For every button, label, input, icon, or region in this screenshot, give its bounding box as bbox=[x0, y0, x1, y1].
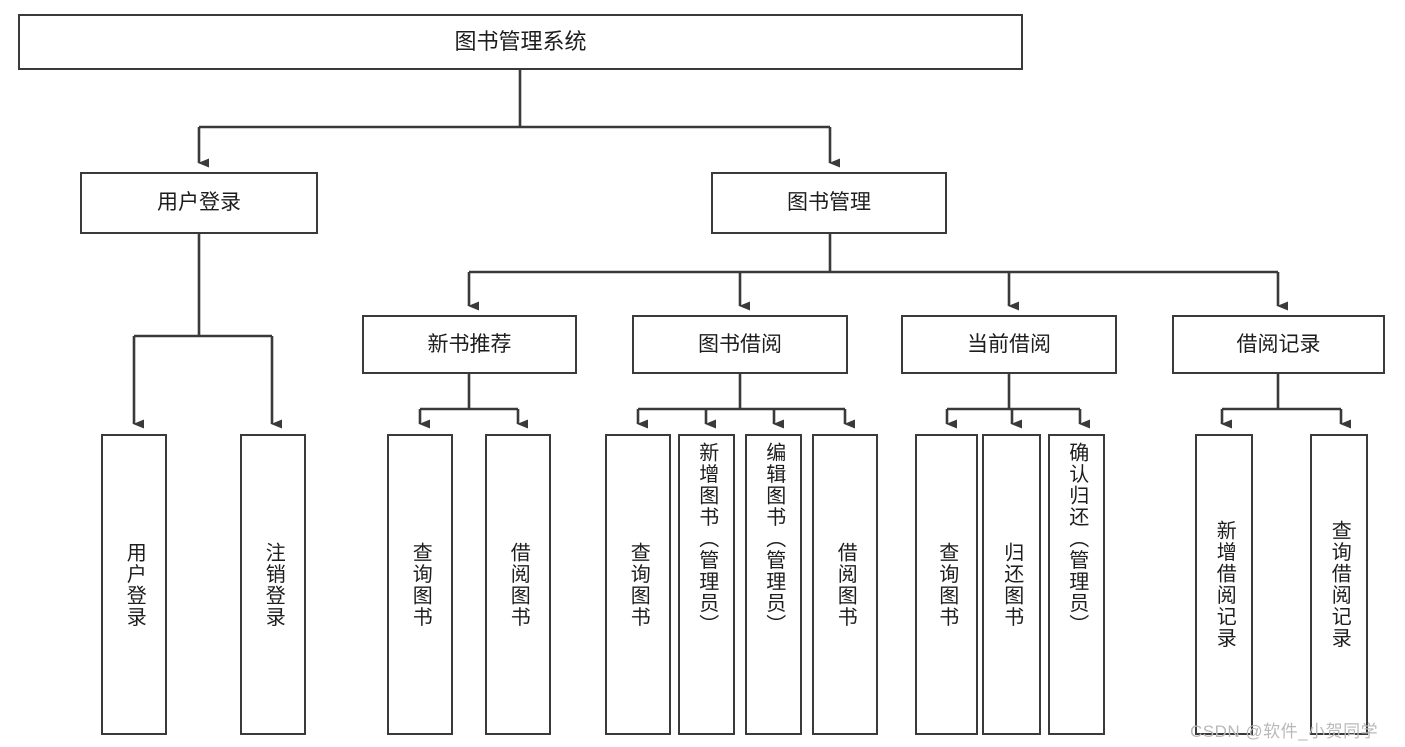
node-label: 图书管理系统 bbox=[454, 28, 587, 54]
leaf-return-book[interactable]: 归还图书 bbox=[982, 434, 1041, 735]
leaf-label: 归还图书 bbox=[1000, 541, 1023, 628]
leaf-query-book-current[interactable]: 查询图书 bbox=[915, 434, 978, 735]
node-label: 用户登录 bbox=[157, 191, 241, 215]
node-new-book-recommend[interactable]: 新书推荐 bbox=[362, 315, 577, 374]
leaf-edit-book-admin[interactable]: 编辑图书（管理员） bbox=[745, 434, 802, 735]
leaf-label: 借阅图书 bbox=[834, 541, 857, 628]
leaf-label: 新增图书（管理员） bbox=[695, 442, 718, 636]
leaf-label: 注销登录 bbox=[262, 541, 285, 628]
leaf-label: 确认归还（管理员） bbox=[1065, 442, 1088, 636]
node-borrow-records[interactable]: 借阅记录 bbox=[1172, 315, 1385, 374]
node-book-borrow[interactable]: 图书借阅 bbox=[632, 315, 848, 374]
node-label: 当前借阅 bbox=[967, 332, 1051, 356]
leaf-label: 查询图书 bbox=[935, 541, 958, 628]
node-label: 新书推荐 bbox=[427, 332, 512, 356]
leaf-query-borrow-record[interactable]: 查询借阅记录 bbox=[1310, 434, 1368, 735]
leaf-label: 查询图书 bbox=[627, 541, 650, 628]
leaf-label: 借阅图书 bbox=[507, 541, 530, 628]
node-label: 图书借阅 bbox=[698, 332, 782, 356]
leaf-label: 新增借阅记录 bbox=[1213, 520, 1236, 649]
leaf-borrow-book-recommend[interactable]: 借阅图书 bbox=[485, 434, 551, 735]
node-root-system[interactable]: 图书管理系统 bbox=[18, 14, 1023, 70]
leaf-add-book-admin[interactable]: 新增图书（管理员） bbox=[678, 434, 735, 735]
leaf-label: 用户登录 bbox=[123, 541, 146, 628]
leaf-label: 查询图书 bbox=[409, 541, 432, 628]
leaf-confirm-return-admin[interactable]: 确认归还（管理员） bbox=[1048, 434, 1105, 735]
leaf-query-book-borrow[interactable]: 查询图书 bbox=[605, 434, 671, 735]
leaf-user-login[interactable]: 用户登录 bbox=[101, 434, 167, 735]
leaf-logout[interactable]: 注销登录 bbox=[240, 434, 306, 735]
node-label: 借阅记录 bbox=[1236, 332, 1321, 356]
node-user-login[interactable]: 用户登录 bbox=[80, 172, 318, 234]
leaf-label: 编辑图书（管理员） bbox=[762, 442, 785, 636]
leaf-query-book-recommend[interactable]: 查询图书 bbox=[387, 434, 453, 735]
node-book-management[interactable]: 图书管理 bbox=[711, 172, 947, 234]
leaf-borrow-book[interactable]: 借阅图书 bbox=[812, 434, 878, 735]
leaf-add-borrow-record[interactable]: 新增借阅记录 bbox=[1195, 434, 1253, 735]
node-label: 图书管理 bbox=[787, 191, 871, 215]
node-current-borrow[interactable]: 当前借阅 bbox=[901, 315, 1117, 374]
leaf-label: 查询借阅记录 bbox=[1328, 520, 1351, 649]
